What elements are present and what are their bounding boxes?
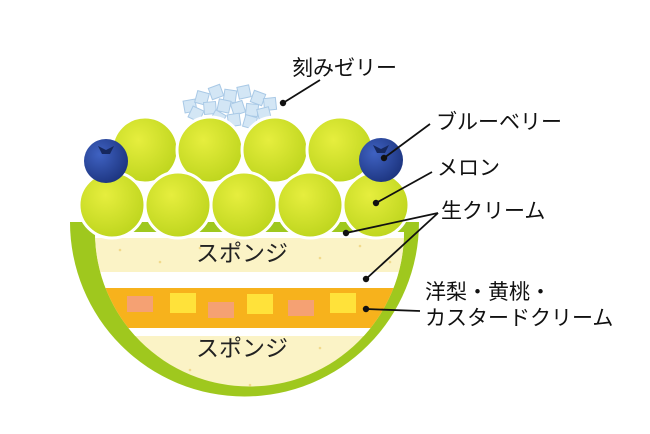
- melon-ball: [209, 170, 279, 240]
- leader-dots: [279, 99, 388, 313]
- label-melon: メロン: [437, 156, 500, 180]
- melon-leader-line: [375, 171, 433, 204]
- sponge-layer-upper: [95, 238, 404, 272]
- melon-ball: [143, 170, 213, 240]
- label-chopped-jelly: 刻みゼリー: [292, 56, 397, 80]
- fruit-leader-line: [365, 308, 421, 312]
- cream-layer-middle: [95, 272, 404, 288]
- jelly-leader-line: [282, 79, 321, 104]
- pear-piece: [247, 294, 273, 314]
- blueberry-right: [359, 138, 403, 182]
- peach-piece: [127, 296, 153, 312]
- label-custard-cream: カスタードクリーム: [425, 306, 614, 330]
- blueberry-leader-line: [383, 123, 431, 159]
- label-blueberry: ブルーベリー: [436, 110, 562, 134]
- pear-piece: [170, 293, 196, 313]
- melon-ball: [275, 170, 345, 240]
- label-sponge-lower: スポンジ: [196, 336, 288, 362]
- label-sponge-upper: スポンジ: [196, 241, 288, 267]
- melon-balls: [77, 115, 411, 240]
- leader-lines: [282, 79, 439, 312]
- peach-piece: [288, 300, 314, 316]
- blueberry-left: [84, 139, 128, 183]
- label-pear-peach: 洋梨・黄桃・: [425, 280, 551, 304]
- label-fresh-cream: 生クリーム: [441, 199, 546, 223]
- cream-leader-line-top: [345, 212, 439, 234]
- cream-layer-bottom: [95, 328, 404, 336]
- cream-leader-line-middle: [365, 212, 439, 280]
- pear-piece: [330, 293, 356, 313]
- peach-piece: [208, 302, 234, 318]
